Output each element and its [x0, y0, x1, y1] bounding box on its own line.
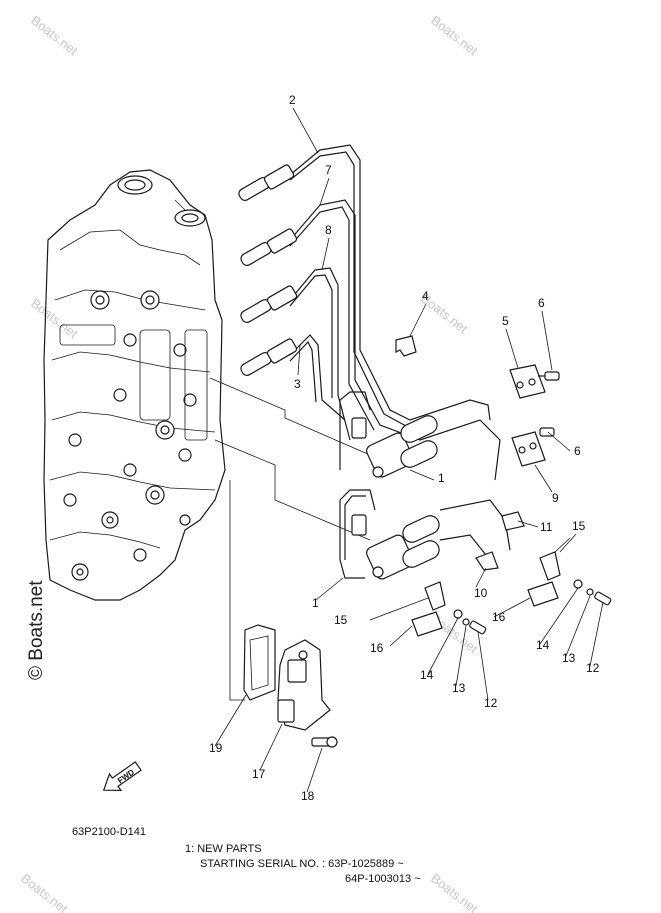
bolt-6-lower [539, 427, 555, 437]
callout-label: 6 [574, 444, 581, 458]
note-serial-1: STARTING SERIAL NO. : 63P-1025889 ~ [200, 858, 404, 870]
callout-leader [589, 601, 604, 667]
watermark-text: Boats.net [28, 13, 81, 59]
callout-label: 13 [452, 681, 466, 695]
watermark-text: Boats.net [428, 13, 481, 59]
callout-label: 16 [492, 610, 506, 624]
callout-leader [292, 107, 319, 154]
callout-label: 14 [536, 638, 550, 652]
callout-label: 1 [312, 596, 319, 610]
watermark-text: Boats.net [28, 296, 81, 342]
callout-leader [259, 723, 283, 771]
callout-label: 9 [552, 491, 559, 505]
callout-label: 15 [572, 519, 586, 533]
cdi-unit-17 [277, 639, 331, 731]
callout-label: 1 [438, 471, 445, 485]
engine-block [43, 169, 226, 601]
callout-label: 11 [540, 520, 553, 534]
watermark-text: Boats.net [428, 871, 481, 913]
boats-net-logo-text: © Boats.net [26, 580, 47, 680]
note-new-parts: 1: NEW PARTS [185, 843, 262, 855]
callout-leader [319, 177, 330, 206]
callout-label: 13 [562, 651, 576, 665]
note-serial-2: 64P-1003013 ~ [345, 873, 421, 885]
callout-leader [541, 310, 553, 371]
ignition-coil-upper [351, 415, 438, 478]
callout-leader [493, 597, 531, 618]
clamp-11 [501, 511, 525, 531]
bracket-5 [509, 364, 546, 399]
callout-label: 19 [209, 741, 223, 755]
boats-net-logo: © Boats.net [26, 580, 47, 680]
callout-leader [505, 328, 519, 369]
callout-label: 12 [586, 661, 600, 675]
callout-leader [539, 587, 579, 645]
callout-label: 2 [289, 93, 296, 107]
callout-label: 16 [370, 641, 384, 655]
callout-leader [477, 631, 489, 701]
diagram-code: 63P2100-D141 [72, 826, 147, 838]
callout-label: 6 [538, 296, 545, 310]
callout-leader [306, 747, 323, 793]
callout-label: 10 [474, 586, 488, 600]
clamp-10 [475, 551, 499, 571]
callout-leader [389, 625, 413, 647]
callout-label: 3 [294, 377, 301, 391]
callout-leader [315, 577, 344, 601]
callout-leader [297, 344, 301, 376]
callout-label: 12 [484, 696, 498, 710]
callout-label: 18 [301, 789, 315, 803]
callout-label: 17 [252, 767, 266, 781]
callout-leader [321, 237, 330, 271]
callout-label: 4 [422, 289, 429, 303]
bracket-15-right [539, 537, 571, 581]
callout-leader [409, 303, 427, 337]
bracket-9 [511, 431, 546, 467]
cord-clamp-4 [395, 335, 417, 357]
callout-label: 8 [325, 223, 332, 237]
spark-plug-leads [238, 144, 511, 579]
ground-block-16-right [527, 581, 559, 607]
callout-leader [547, 431, 571, 452]
bolt-18 [311, 736, 338, 748]
callout-leader [534, 464, 553, 493]
callout-leader [565, 595, 591, 657]
callout-label: 7 [325, 163, 332, 177]
cdi-gasket-19 [243, 624, 276, 701]
ground-block-16-left [411, 611, 443, 637]
callout-leader [214, 694, 247, 747]
callout-label: 5 [502, 314, 509, 328]
callout-leader [369, 597, 429, 621]
watermark-text: Boats.net [18, 871, 71, 913]
callout-label: 15 [334, 613, 348, 627]
callout-leader [427, 617, 459, 675]
callout-leader [409, 469, 435, 481]
locator-lines [174, 199, 371, 701]
callout-leader [517, 520, 539, 528]
bolt-6-upper [538, 371, 560, 381]
callout-leader [559, 533, 577, 553]
callout-leader [475, 567, 487, 588]
ignition-coil-lower [351, 514, 440, 580]
callout-leader [455, 625, 467, 687]
bracket-15-left [424, 581, 446, 611]
fwd-arrow: FWD [102, 761, 142, 791]
callout-label: 14 [420, 668, 434, 682]
